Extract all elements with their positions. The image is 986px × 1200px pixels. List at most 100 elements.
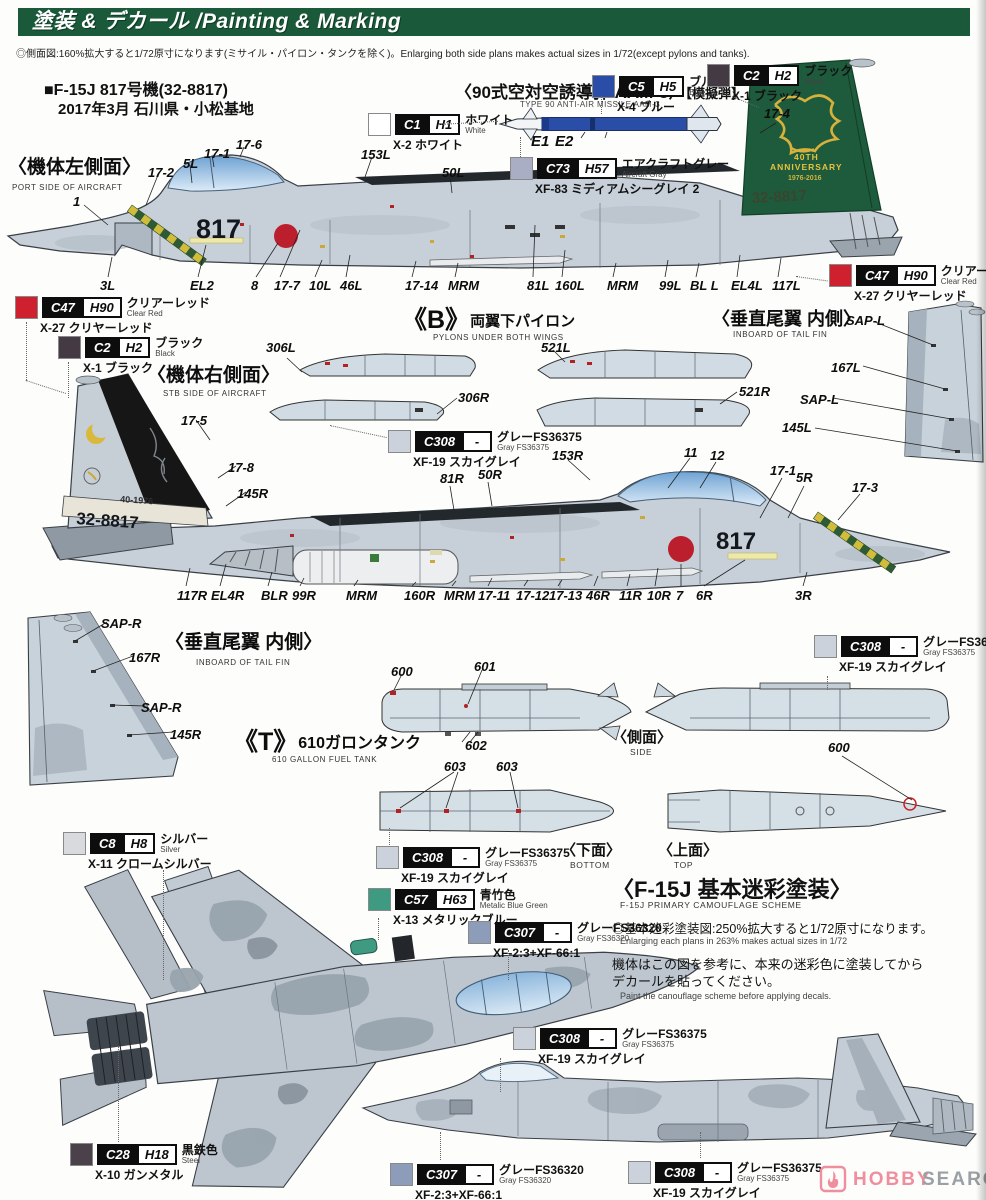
decal-callout: EL4R [211,588,245,603]
decal-callout: SAP-R [141,700,182,715]
decal-callout: 3L [100,278,116,293]
stb-leader-lines [185,419,861,587]
heading-fin-inboard-left-en: INBOARD OF TAIL FIN [733,330,828,339]
paint-name-en: Gray FS36320 [577,934,630,943]
view-label-top-en: TOP [674,860,694,870]
paint-name-jp: 青竹色 [479,888,516,902]
paint-code-gsi: C57 [395,889,437,910]
pylons-drawing [269,349,753,427]
heading-pylons-en: PYLONS UNDER BOTH WINGS [433,333,564,342]
decal-callout: 153L [361,147,391,162]
paint-alt-code: X-11 クロームシルバー [88,857,212,871]
paint-code-gsi: C308 [841,636,891,657]
paint-code-aqueous: H18 [138,1144,177,1165]
paint-code-gsi: C8 [90,833,125,854]
heading-pylons: 《B》両翼下パイロン [402,308,575,333]
missile-title-tag: 【模擬弾】 [685,86,744,101]
paint-name-jp: エアクラフトグレー [621,157,730,171]
paint-alt-code: XF-2:3+XF-66:1 [415,1188,503,1200]
paint-name-jp: グレーFS36375 [622,1027,707,1041]
paint-name-jp: グレーFS36320 [577,921,662,935]
paint-chip [388,430,411,453]
dragon-emblem [774,94,842,156]
paint-name-en: Silver [160,845,181,854]
paint-chip [63,832,86,855]
paint-name-jp: グレーFS36375 [737,1161,822,1175]
paint-chip [592,75,615,98]
view-label-side-en: SIDE [630,747,653,757]
paint-name-en: Gray FS36375 [497,443,550,452]
pylons-title-jp: 両翼下パイロン [470,313,576,330]
paint-name-jp: グレーFS36375 [485,846,570,860]
paint-name-en: Aircraft Gray [621,170,667,179]
paint-chip [707,64,730,87]
decal-callout: 8 [251,278,259,293]
paint-code-gsi: C2 [85,337,120,358]
decal-callout: 10L [309,278,332,293]
decal-callout: 306L [266,340,296,355]
decal-callout: 99L [659,278,682,293]
subject-unit-date: 2017年3月 石川県・小松基地 [58,101,254,118]
paint-code-aqueous: H2 [768,65,800,86]
paint-chip [368,888,391,911]
decal-callout: 602 [465,738,487,753]
leader-line [601,96,602,114]
decal-callout: 600 [828,740,850,755]
decal-callout: 5R [796,470,813,485]
decal-callout: 46L [340,278,363,293]
paint-code-gsi: C307 [495,922,545,943]
paint-alt-code: XF-19 スカイグレイ [839,660,947,674]
paint-name-jp: グレーFS36320 [499,1163,584,1177]
stb-tail-fin: 40-1976 32-8817 [61,373,214,532]
decal-callout: 145R [237,486,269,501]
scale-note: ◎側面図:160%拡大すると1/72原寸になります(ミサイル・パイロン・タンクを… [16,49,750,60]
decal-callout: MRM [448,278,480,293]
decal-callout: 50L [442,165,465,180]
heading-tank-en: 610 GALLON FUEL TANK [272,755,378,764]
paint-chip [814,635,837,658]
paint-code-aqueous: - [704,1162,733,1183]
decal-callout: EL2 [190,278,214,293]
decal-callout: SAP-R [101,616,142,631]
fin-inboard-right-drawing [27,611,179,786]
decal-callout: 521R [739,384,771,399]
paint-name-en: Black [155,349,175,358]
paint-code-aqueous: H63 [436,889,475,910]
paint-code-aqueous: - [464,431,493,452]
decal-callout: BLR [261,588,288,603]
stb-airframe: 817 [42,470,951,591]
decal-callout: 5L [183,156,199,171]
decal-callout: MRM [444,588,476,603]
decal-callout: 17-1 [204,146,231,161]
paint-name-en: Gray FS36375 [485,859,538,868]
top-view-airframe [43,865,700,1188]
view-label-top-jp: 〈上面〉 [658,842,719,859]
decal-callout: 17-6 [236,137,263,152]
decal-callout: 81R [440,471,464,486]
port-roundel [274,224,298,248]
paint-alt-code: XF-19 スカイグレイ [401,871,509,885]
paint-chip [70,1143,93,1166]
paint-alt-code: X-1 ブラック [83,361,154,375]
receptacle-metallic-blue [350,938,378,956]
paint-chip [58,336,81,359]
decal-callout: 167L [831,360,861,375]
camo-body-en: Paint the canouflage scheme before apply… [620,991,832,1001]
decal-callout: E1 [531,133,550,150]
paint-code-gsi: C308 [655,1162,705,1183]
paint-code-aqueous: H1 [429,114,461,135]
fuel-tanks-drawing [379,669,950,833]
paint-code-aqueous: H90 [83,297,122,318]
paint-code-aqueous: - [544,922,573,943]
leader-line [520,137,521,157]
paint-code-gsi: C308 [415,431,465,452]
paint-code-gsi: C308 [403,847,453,868]
decal-callout: 145L [782,420,812,435]
paint-name-en: Gray FS36375 [622,1040,675,1049]
